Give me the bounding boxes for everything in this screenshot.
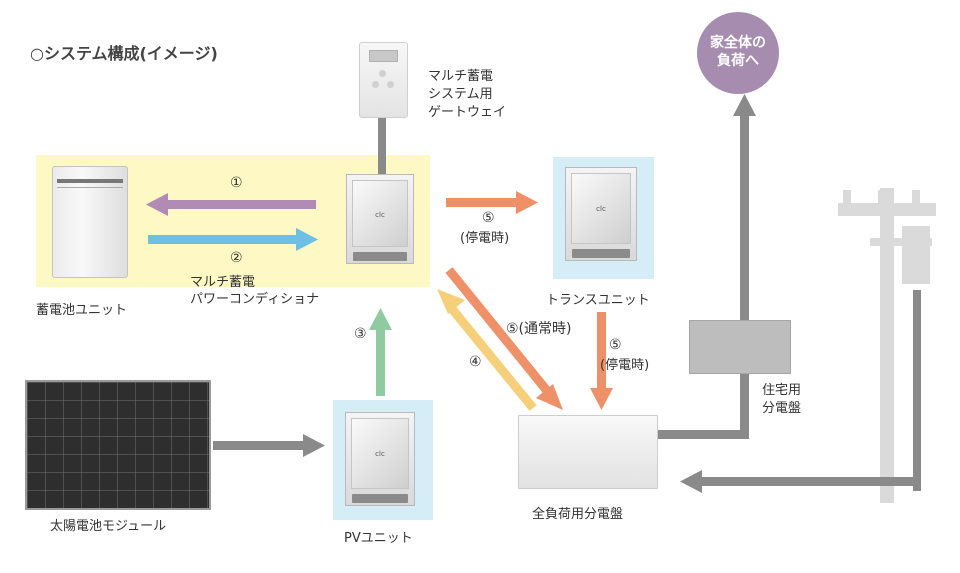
- diagram-title: ○システム構成(イメージ): [30, 44, 218, 63]
- arrow-charge: [146, 193, 316, 216]
- pv-unit: clc: [345, 412, 415, 506]
- arrow-grid-to-panel: [680, 290, 921, 493]
- arrow-trans-to-panel: [590, 312, 613, 410]
- solar-label: 太陽電池モジュール: [50, 519, 167, 534]
- battery-unit: [52, 166, 128, 278]
- arrow-pv-to-pcs: [369, 308, 392, 396]
- house-panel-label-2: 分電盤: [762, 401, 802, 416]
- trans-logo: clc: [596, 205, 606, 214]
- trans-face: [571, 173, 631, 244]
- arrow-pcs-to-trans: [446, 191, 538, 214]
- battery-vent: [57, 179, 123, 183]
- pcs-label-1: マルチ蓄電: [190, 275, 256, 290]
- flow-1-label: ①: [230, 175, 243, 191]
- flow-5-outage-a-sub: (停電時): [460, 231, 510, 246]
- pv-base: [352, 494, 408, 503]
- gateway-label-2: システム用: [428, 87, 493, 102]
- all-load-panel: [518, 415, 658, 489]
- trans-unit: clc: [565, 167, 637, 261]
- pcs-face: [352, 180, 408, 247]
- house-loads-bubble: 家全体の 負荷へ: [697, 12, 779, 94]
- pv-face: [351, 418, 409, 489]
- arrow-pcs-to-panel: [445, 267, 552, 395]
- trans-label: トランスユニット: [546, 293, 650, 308]
- battery-label: 蓄電池ユニット: [36, 303, 128, 318]
- flow-5-outage-a-num: ⑤: [482, 210, 495, 226]
- house-loads-label-1: 家全体の: [710, 35, 766, 51]
- flow-5-outage-b-sub: (停電時): [600, 358, 650, 373]
- utility-pole: [838, 188, 936, 503]
- arrow-solar-to-pv: [213, 434, 325, 457]
- house-loads-label-2: 負荷へ: [717, 53, 759, 69]
- pcs-label-2: パワーコンディショナ: [190, 292, 320, 307]
- gateway-label-1: マルチ蓄電: [428, 69, 494, 84]
- gateway-device: [359, 42, 408, 118]
- solar-module: [25, 380, 211, 510]
- gateway-button: [372, 81, 379, 88]
- flow-3-label: ③: [354, 326, 367, 342]
- flow-4-label: ④: [469, 354, 482, 370]
- arrow-to-house-loads: [655, 94, 756, 439]
- all-load-panel-label: 全負荷用分電盤: [532, 507, 624, 522]
- gateway-cable: [378, 112, 386, 178]
- arrow-panel-to-pcs: [444, 301, 537, 411]
- pv-logo: clc: [375, 450, 385, 459]
- gateway-label-3: ゲートウェイ: [428, 105, 507, 120]
- flow-2-label: ②: [230, 250, 243, 266]
- house-panel-label-1: 住宅用: [762, 383, 802, 398]
- house-panel: [689, 320, 791, 374]
- trans-base: [572, 249, 630, 258]
- flow-5-outage-b-num: ⑤: [609, 337, 622, 353]
- pcs-logo: clc: [375, 210, 385, 219]
- arrow-discharge: [148, 228, 318, 251]
- gateway-button: [379, 70, 386, 77]
- gateway-button: [387, 81, 394, 88]
- pcs-base: [353, 252, 407, 261]
- pcs-unit: clc: [346, 174, 414, 264]
- flow-5-normal-label: ⑤(通常時): [506, 321, 572, 337]
- gateway-screen: [369, 50, 398, 62]
- pv-label: PVユニット: [344, 531, 413, 546]
- battery-line: [57, 187, 123, 188]
